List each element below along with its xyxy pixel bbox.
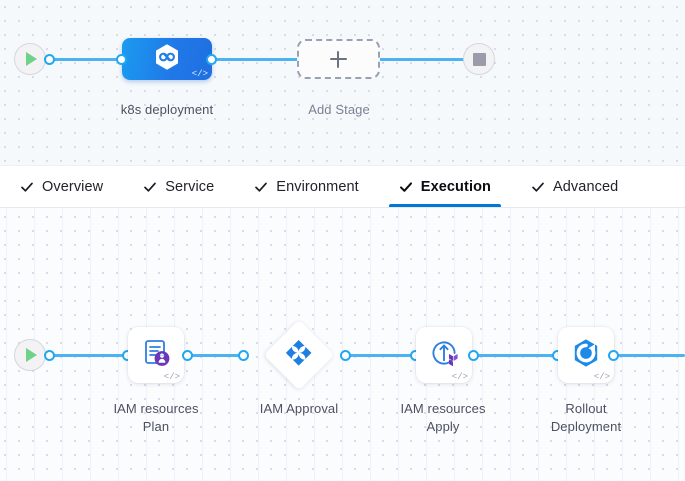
connector-dot-exec-start[interactable]: [44, 350, 55, 361]
connector-dot-apply-right[interactable]: [468, 350, 479, 361]
tab-service[interactable]: Service: [123, 166, 234, 207]
approval-diamond[interactable]: [263, 319, 335, 391]
add-stage-label: Add Stage: [308, 102, 370, 117]
execution-start-node-circle: [14, 339, 46, 371]
connector-dot-plan-right[interactable]: [182, 350, 193, 361]
connector-stage-to-addstage: [206, 58, 316, 61]
tab-overview[interactable]: Overview: [0, 166, 123, 207]
stage-node-k8s-deployment[interactable]: </>: [122, 38, 212, 80]
connector-start-to-stage: [40, 58, 170, 61]
code-badge-icon: </>: [593, 372, 610, 382]
connector-dot-start[interactable]: [44, 54, 55, 65]
check-icon: [20, 180, 34, 194]
stage-label-k8s-deployment: k8s deployment: [120, 102, 214, 117]
check-icon: [531, 180, 545, 194]
connector-dot-approval-right[interactable]: [340, 350, 351, 361]
start-node-circle: [14, 43, 46, 75]
connector-plan-to-approval: [188, 354, 244, 357]
tab-execution[interactable]: Execution: [379, 166, 511, 207]
code-badge-icon: </>: [451, 372, 468, 382]
step-label-iam-approval: IAM Approval: [259, 401, 339, 416]
tab-label: Overview: [42, 178, 104, 195]
step-node-iam-resources-plan[interactable]: </>: [128, 327, 184, 383]
play-icon: [26, 52, 37, 66]
execution-canvas[interactable]: </> IAM resources Plan: [0, 208, 685, 481]
connector-approval-to-apply: [340, 354, 414, 357]
code-badge-icon: </>: [163, 372, 180, 382]
add-stage-button[interactable]: [297, 39, 380, 79]
add-stage-box[interactable]: [297, 39, 380, 79]
tab-label: Environment: [276, 178, 359, 195]
tab-label: Service: [165, 178, 215, 195]
terraform-plan-icon: [139, 336, 173, 375]
step-card[interactable]: </>: [416, 327, 472, 383]
connector-dot-stage-right[interactable]: [206, 54, 217, 65]
tab-label: Advanced: [553, 178, 619, 195]
stage-canvas[interactable]: </> k8s deployment Add Stage: [0, 0, 685, 165]
end-node[interactable]: [463, 43, 495, 75]
step-label-iam-resources-apply: IAM resources Apply: [400, 401, 486, 434]
check-icon: [254, 180, 268, 194]
tab-advanced[interactable]: Advanced: [511, 166, 638, 207]
stop-icon: [472, 52, 486, 66]
connector-apply-to-rollout: [474, 354, 558, 357]
connector-exec-start-to-plan: [40, 354, 132, 357]
check-icon: [143, 180, 157, 194]
connector-dot-approval-left[interactable]: [238, 350, 249, 361]
connector-dot-stage-left[interactable]: [116, 54, 127, 65]
connector-addstage-to-end: [372, 58, 472, 61]
stage-config-tabbar: Overview Service Environment Execution A: [0, 165, 685, 208]
harness-approval-icon: [284, 338, 314, 373]
plus-icon: [330, 50, 347, 68]
step-node-iam-approval[interactable]: [263, 319, 335, 391]
approval-diamond-inner: [284, 338, 314, 373]
code-badge-icon: </>: [191, 69, 208, 79]
step-label-iam-resources-plan: IAM resources Plan: [113, 401, 199, 434]
connector-rollout-to-next: [614, 354, 685, 357]
kubernetes-harness-hexagon-icon: [151, 41, 183, 78]
terraform-apply-icon: [426, 335, 462, 376]
stage-pill[interactable]: </>: [122, 38, 212, 80]
execution-start-node[interactable]: [14, 339, 46, 371]
step-card[interactable]: </>: [128, 327, 184, 383]
step-node-iam-resources-apply[interactable]: </>: [416, 327, 472, 383]
step-label-rollout-deployment: Rollout Deployment: [550, 401, 622, 434]
check-icon: [399, 180, 413, 194]
step-card[interactable]: </>: [558, 327, 614, 383]
end-node-circle: [463, 43, 495, 75]
start-node[interactable]: [14, 43, 46, 75]
step-node-rollout-deployment[interactable]: </>: [558, 327, 614, 383]
play-icon: [26, 348, 37, 362]
tab-label: Execution: [420, 178, 491, 195]
tab-environment[interactable]: Environment: [234, 166, 379, 207]
rollout-deployment-icon: [569, 336, 603, 375]
connector-dot-rollout-right[interactable]: [608, 350, 619, 361]
